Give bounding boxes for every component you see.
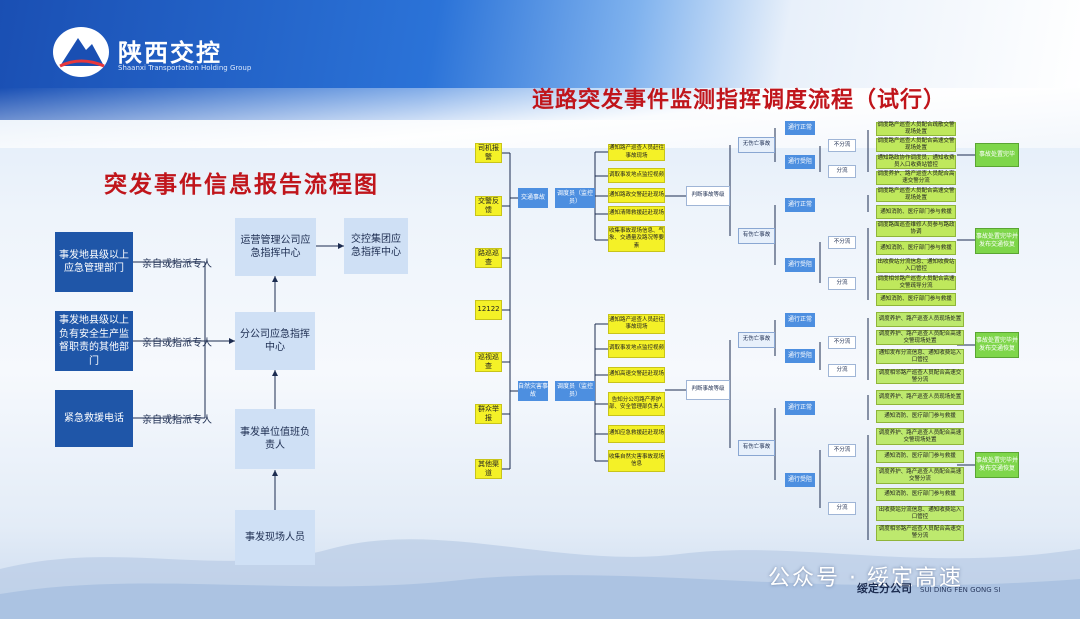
pass-mid-divert: 分流 — [828, 277, 856, 290]
task-1: 调度路产巡查人员配合疏散交警现场处置 — [876, 122, 956, 136]
task-21: 通知消防、医疗部门参与救援 — [876, 488, 964, 501]
task-4: 调度养护、路产巡查人员配合高速交警分流 — [876, 171, 956, 185]
mountain-background — [0, 539, 1080, 619]
brand-name: 陕西交控 — [118, 39, 222, 67]
action-bot-6: 收集自然灾害事故现场信息 — [608, 450, 665, 472]
task-12: 调度养护、路产巡查人员现场处置 — [876, 312, 964, 327]
source-label-1: 亲自或指派专人 — [142, 259, 212, 270]
pass-low-divert: 分流 — [828, 502, 856, 515]
task-19: 通知消防、医疗部门参与救援 — [876, 450, 964, 463]
brand-subtitle: Shaanxi Transportation Holding Group — [118, 64, 252, 72]
judge-level-bottom: 判断事故等级 — [686, 380, 730, 400]
task-15: 调度相邻路产巡查人员配合高速交警分流 — [876, 369, 964, 384]
result-1: 事故处置完毕 — [975, 143, 1019, 167]
source-label-3: 亲自或指派专人 — [142, 415, 212, 426]
dispatcher-top: 调度员（监控员） — [555, 188, 595, 208]
pass-bot-divert: 分流 — [828, 364, 856, 377]
task-3: 通知路政协作调度员，通知收费员入口收费站管控 — [876, 155, 956, 169]
judge-level-top: 判断事故等级 — [686, 186, 730, 206]
left-diagram-title: 突发事件信息报告流程图 — [104, 172, 379, 198]
task-16: 调度养护、路产巡查人员现场处置 — [876, 390, 964, 405]
natural-disaster-type: 自然灾害事故 — [518, 381, 548, 401]
company-name: 绥定分公司 — [857, 582, 912, 595]
task-2: 调度路产巡查人员配合高速交警现场处置 — [876, 138, 956, 152]
action-top-2: 调取事发地点监控视频 — [608, 168, 665, 183]
group-command-center: 交控集团应急指挥中心 — [344, 218, 408, 274]
task-20: 调度养护、路产巡查人员配合高速交警分流 — [876, 467, 964, 484]
ops-command-center: 运营管理公司应急指挥中心 — [235, 218, 316, 276]
site-personnel: 事发现场人员 — [235, 510, 315, 565]
task-17: 通知消防、医疗部门参与救援 — [876, 410, 964, 423]
action-bot-2: 调取事发地点监控视频 — [608, 340, 665, 358]
input-police-feedback: 交警反馈 — [475, 196, 502, 216]
task-23: 调度相邻路产巡查人员配合高速交警分流 — [876, 525, 964, 541]
task-14: 通知发布分流信息、通知收费站入口管控 — [876, 349, 964, 364]
source-label-2: 亲自或指派专人 — [142, 338, 212, 349]
input-other: 其他渠道 — [475, 459, 502, 479]
action-bot-1: 通知路产巡查人员赶往事故现场 — [608, 314, 665, 334]
watermark-text: 公众号 · 绥定高速 — [768, 566, 963, 591]
action-bot-3: 通知高速交警赶赴现场 — [608, 367, 665, 383]
severity-bot-casualty: 有伤亡事故 — [738, 440, 775, 456]
traffic-accident-type: 交通事故 — [518, 188, 548, 208]
action-top-1: 通知路产巡查人员赶往事故现场 — [608, 144, 665, 161]
severity-top-none: 无伤亡事故 — [738, 137, 775, 153]
dispatcher-bottom: 调度员（监控员） — [555, 381, 595, 401]
branch-command-center: 分公司应急指挥中心 — [235, 312, 315, 370]
task-8: 通知消防、医疗部门参与救援 — [876, 241, 956, 255]
task-7: 调度路面巡查维修人员参与路政协调 — [876, 221, 956, 237]
input-public-report: 群众举报 — [475, 404, 502, 424]
action-bot-5: 通知应急救援赶赴现场 — [608, 425, 665, 443]
result-4: 事故处置完毕并发布交通恢复 — [975, 452, 1019, 478]
company-en: SUI DING FEN GONG SI — [920, 586, 1001, 594]
pass-low-blocked: 通行受阻 — [785, 473, 815, 487]
action-bot-4: 告知分公司路产养护部、安全管理部负责人 — [608, 392, 665, 416]
pass-low-nodivert: 不分流 — [828, 444, 856, 457]
task-6: 通知消防、医疗部门参与救援 — [876, 205, 956, 219]
pass-mid-normal: 通行正常 — [785, 198, 815, 212]
pass-top-nodivert: 不分流 — [828, 139, 856, 152]
pass-bot-nodivert: 不分流 — [828, 336, 856, 349]
input-road-patrol: 路巡巡查 — [475, 248, 502, 268]
unit-duty-officer: 事发单位值班负责人 — [235, 409, 315, 469]
task-22: 出收费站分流信息、通知收费站入口管控 — [876, 506, 964, 521]
severity-bot-none: 无伤亡事故 — [738, 332, 775, 348]
action-top-4: 通知清障救援赶赴现场 — [608, 206, 665, 221]
task-5: 调度路产巡查人员配合高速交警现场处置 — [876, 188, 956, 202]
task-18: 调度养护、路产巡查人员配合高速交警现场处置 — [876, 428, 964, 445]
action-top-3: 通知路政交警赶赴现场 — [608, 188, 665, 203]
source-safety-dept: 事发地县级以上负有安全生产监督职责的其他部门 — [55, 311, 133, 371]
action-top-5: 收集事故现场信息、气象、交通量及路况等要素 — [608, 226, 665, 252]
task-10: 调度相邻路产巡查人员配合高速交警疏导分流 — [876, 276, 956, 290]
pass-top-divert: 分流 — [828, 165, 856, 178]
task-9: 出收费站分流信息、通知收费站入口管控 — [876, 259, 956, 273]
result-3: 事故处置完毕并发布交通恢复 — [975, 332, 1019, 358]
input-inspection: 巡视巡查 — [475, 352, 502, 372]
pass-low-normal: 通行正常 — [785, 401, 815, 415]
input-12122: 12122 — [475, 300, 502, 320]
task-13: 调度养护、路产巡查人员配合高速交警现场处置 — [876, 330, 964, 345]
pass-top-normal: 通行正常 — [785, 121, 815, 135]
task-11: 通知消防、医疗部门参与救援 — [876, 293, 956, 306]
severity-top-casualty: 有伤亡事故 — [738, 228, 775, 244]
logo-icon — [53, 27, 109, 77]
pass-mid-nodivert: 不分流 — [828, 236, 856, 249]
source-emergency-call: 紧急救援电话 — [55, 390, 133, 447]
pass-bot-normal: 通行正常 — [785, 313, 815, 327]
pass-mid-blocked: 通行受阻 — [785, 258, 815, 272]
header-band — [0, 0, 1080, 148]
pass-top-blocked: 通行受阻 — [785, 155, 815, 169]
pass-bot-blocked: 通行受阻 — [785, 349, 815, 363]
right-diagram-title: 道路突发事件监测指挥调度流程（试行） — [532, 88, 947, 113]
result-2: 事故处置完毕并发布交通恢复 — [975, 228, 1019, 254]
source-emergency-dept: 事发地县级以上应急管理部门 — [55, 232, 133, 292]
input-driver-alarm: 司机报警 — [475, 143, 502, 163]
